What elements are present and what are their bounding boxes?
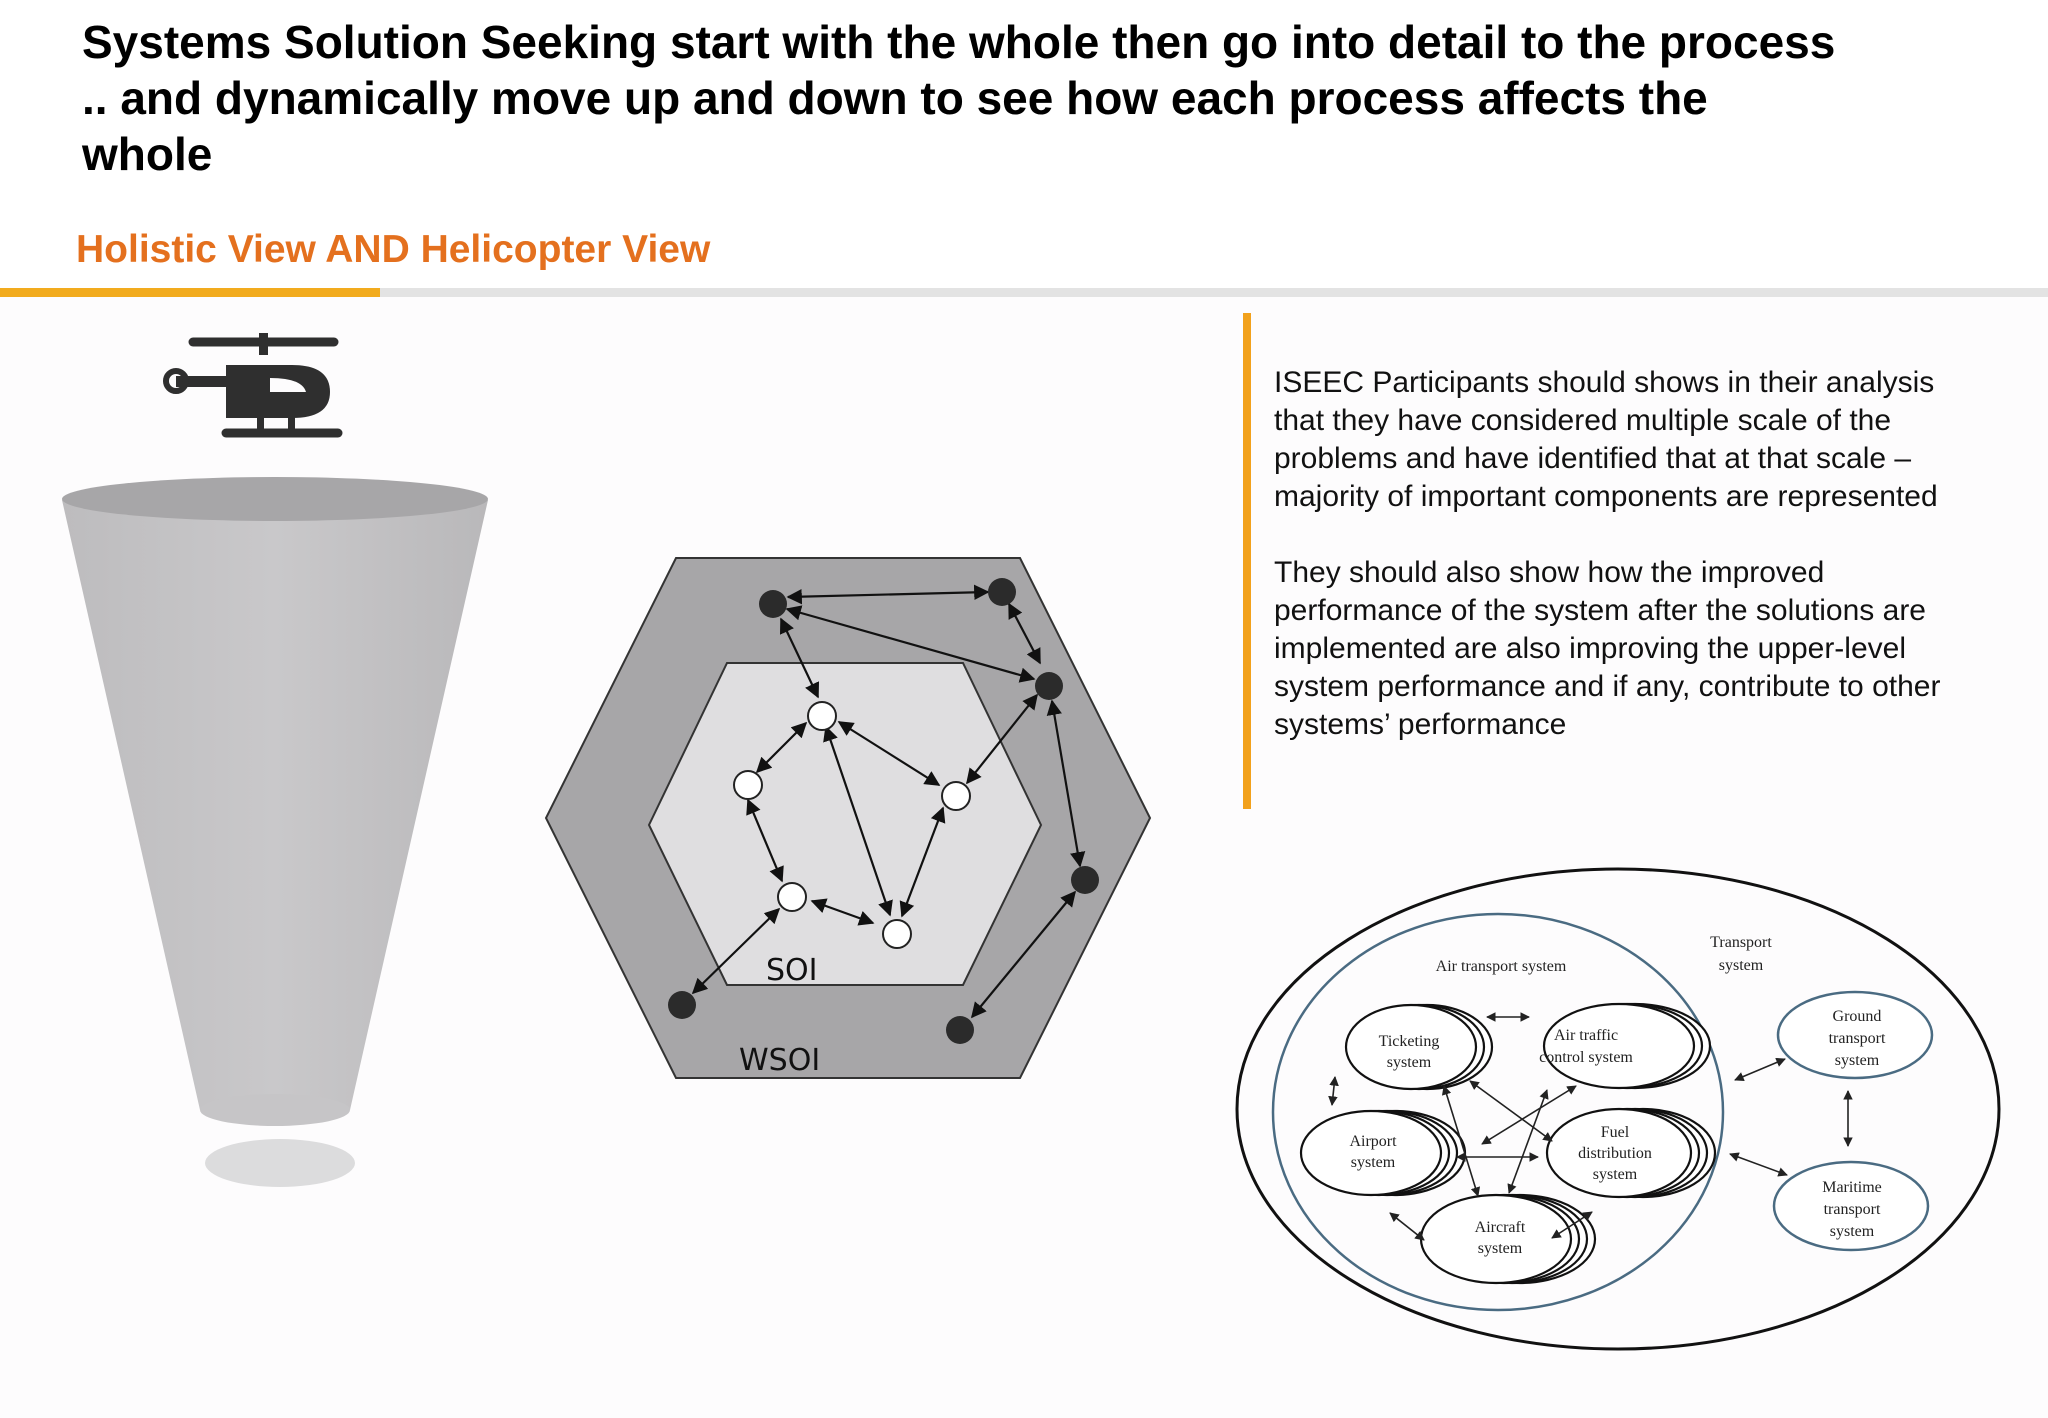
ground-label-2: transport bbox=[1829, 1030, 1886, 1047]
transport-system-label-2: system bbox=[1719, 957, 1764, 974]
title-line-2: .. and dynamically move up and down to s… bbox=[82, 72, 1708, 124]
fuel-label-1: Fuel bbox=[1601, 1124, 1630, 1141]
transport-system-label-1: Transport bbox=[1710, 934, 1772, 951]
title-line-3: whole bbox=[82, 128, 213, 180]
ticketing-label-2: system bbox=[1387, 1054, 1432, 1071]
maritime-label-1: Maritime bbox=[1822, 1179, 1882, 1196]
transport-system-diagram: Transport system Air transport system bbox=[1235, 867, 2001, 1351]
aircraft-label-1: Aircraft bbox=[1475, 1219, 1526, 1236]
aircraft-label-2: system bbox=[1478, 1240, 1523, 1257]
air-traffic-label-1: Air traffic bbox=[1554, 1027, 1618, 1044]
soi-wsoi-diagram: SOI WSOI bbox=[544, 557, 1152, 1079]
header-divider bbox=[0, 288, 2048, 297]
wsoi-label: WSOI bbox=[739, 1043, 820, 1078]
ground-label-3: system bbox=[1835, 1052, 1880, 1069]
maritime-label-3: system bbox=[1830, 1223, 1875, 1240]
header-divider-accent bbox=[0, 288, 380, 297]
paragraph-1: ISEEC Participants should shows in their… bbox=[1274, 366, 1938, 513]
air-traffic-label-2: control system bbox=[1539, 1049, 1633, 1066]
fuel-label-2: distribution bbox=[1578, 1145, 1652, 1162]
soi-label: SOI bbox=[766, 953, 818, 988]
fuel-label-3: system bbox=[1593, 1166, 1638, 1183]
ground-label-1: Ground bbox=[1833, 1008, 1882, 1025]
funnel-cone-icon bbox=[62, 477, 488, 1187]
page-title: Systems Solution Seeking start with the … bbox=[82, 14, 1982, 182]
maritime-label-2: transport bbox=[1824, 1201, 1881, 1218]
airport-label-1: Airport bbox=[1349, 1133, 1397, 1150]
description-text: ISEEC Participants should shows in their… bbox=[1274, 364, 1964, 782]
soi-hexagon bbox=[647, 662, 1043, 986]
title-line-1: Systems Solution Seeking start with the … bbox=[82, 16, 1836, 68]
paragraph-2: They should also show how the improved p… bbox=[1274, 556, 1941, 741]
section-subtitle: Holistic View AND Helicopter View bbox=[76, 228, 711, 271]
airport-label-2: system bbox=[1351, 1154, 1396, 1171]
helicopter-icon bbox=[163, 333, 343, 438]
ticketing-label-1: Ticketing bbox=[1379, 1033, 1440, 1050]
air-transport-system-label: Air transport system bbox=[1436, 958, 1567, 975]
text-accent-bar bbox=[1243, 313, 1251, 809]
